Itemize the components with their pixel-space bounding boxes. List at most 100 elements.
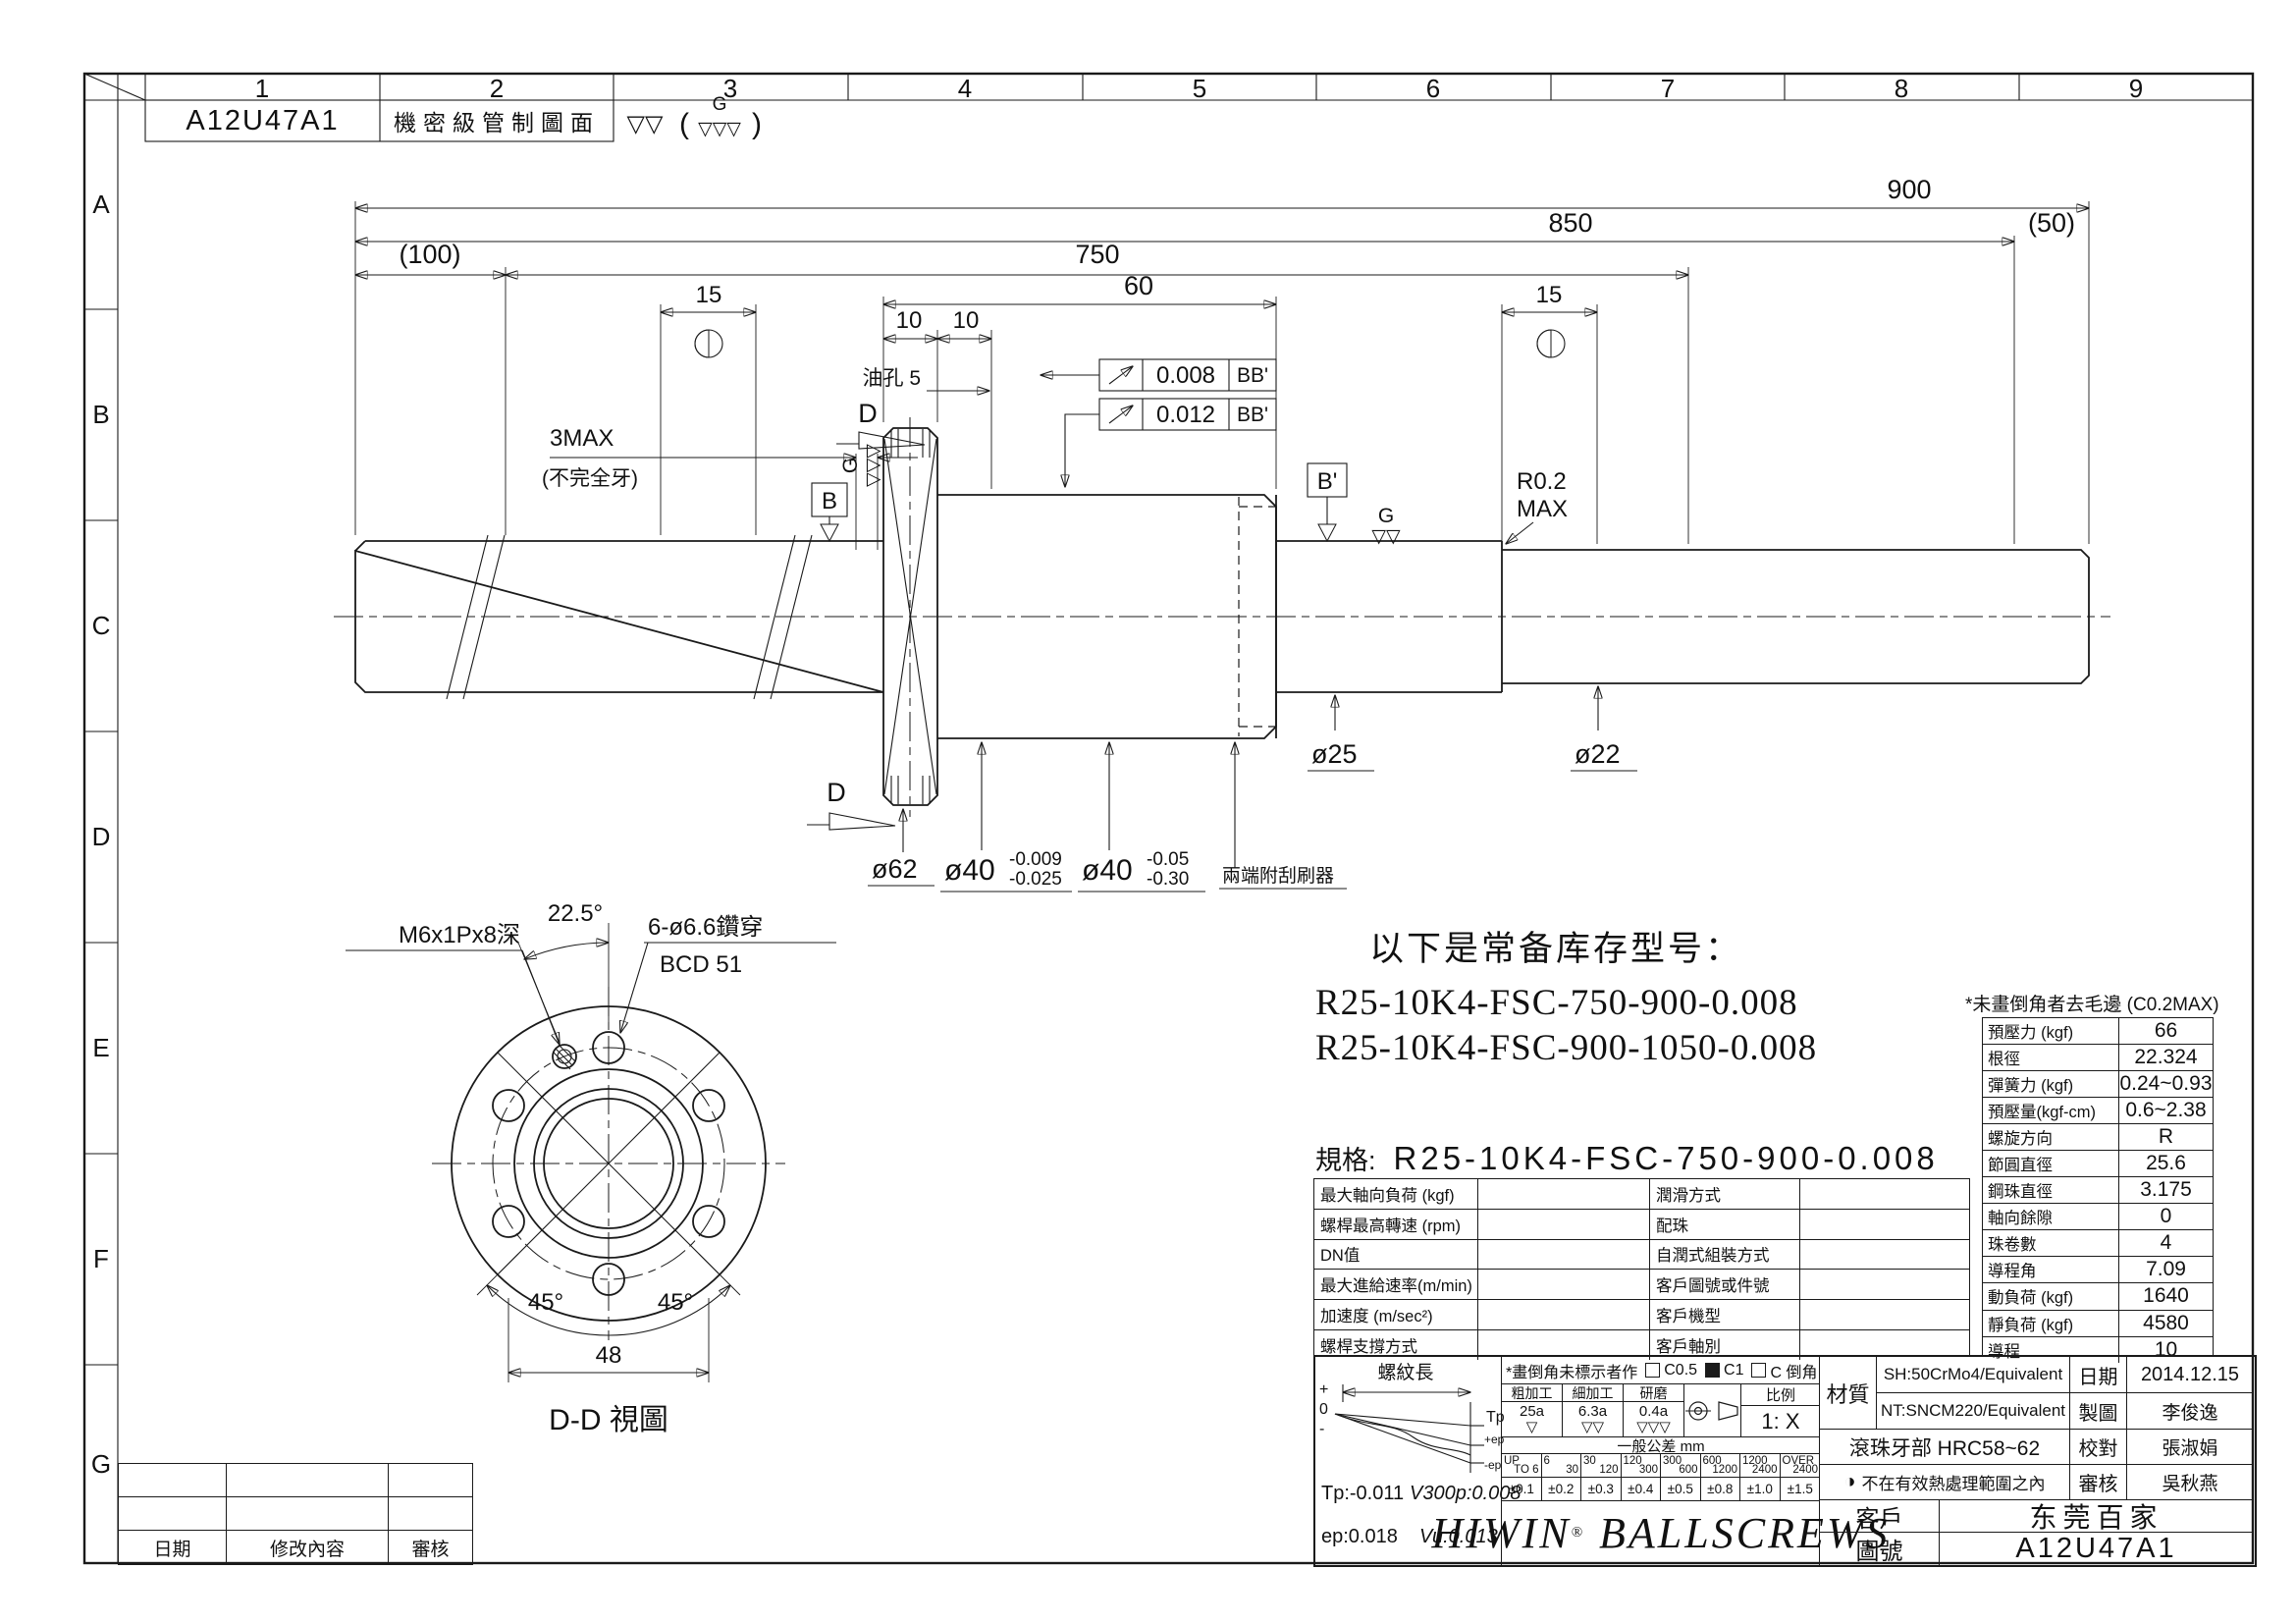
rev-audit-header: 審核 [411, 1539, 450, 1560]
grid-row-g: G [90, 1448, 112, 1479]
table-row: 預壓力 (kgf)66 [1983, 1018, 2213, 1046]
finish-g: G [713, 94, 727, 115]
range-bot: 2400 [1792, 1464, 1818, 1476]
range-top: 6 [1543, 1455, 1550, 1467]
grind-value-cell: 0.4a▽▽▽ [1624, 1402, 1684, 1437]
checked-by: 張淑娟 [2127, 1430, 2253, 1465]
rev-content-empty [227, 1497, 389, 1530]
dia-40a-upper: -0.009 [1009, 849, 1062, 870]
dim-100: (100) [399, 240, 460, 269]
tri1-icon: ▽ [1525, 1418, 1538, 1435]
dim-50: (50) [2028, 208, 2075, 238]
fcf2-datum: BB' [1237, 404, 1268, 426]
spec-right-label: 配珠 [1650, 1209, 1800, 1239]
param-value: 0 [2160, 1205, 2172, 1228]
grid-row-f: F [93, 1243, 109, 1273]
projection-symbol-cell [1684, 1384, 1741, 1437]
tol-value: ±0.3 [1581, 1478, 1622, 1501]
tp-value: Tp:-0.011 [1321, 1483, 1405, 1504]
dia-40b-upper: -0.05 [1147, 849, 1189, 870]
rev-date-empty [119, 1497, 227, 1530]
drawn-by: 李俊逸 [2127, 1393, 2253, 1430]
dim-15-right: 15 [1536, 282, 1563, 308]
finish-tri3: ▽▽▽ [698, 119, 741, 139]
range-bot: 1200 [1712, 1464, 1737, 1476]
ep-plus-label: +ep [1484, 1433, 1505, 1446]
range-bot: TO 6 [1514, 1464, 1539, 1476]
checkbox-c05-icon [1645, 1363, 1661, 1378]
param-label: 預壓力 (kgf) [1983, 1018, 2119, 1045]
drawing-no-label: 圖號 [1820, 1533, 1940, 1565]
spec-right-label: 客戶圖號或件號 [1650, 1270, 1800, 1300]
spec-left-label: 最大軸向負荷 (kgf) [1314, 1179, 1478, 1209]
tol-value: ±0.4 [1621, 1478, 1661, 1501]
spec-right-value [1800, 1270, 1969, 1299]
param-value: 4580 [2143, 1311, 2189, 1334]
chamfer-note-row: *畫倒角未標示者作 C0.5 C1 C 倒角 [1502, 1357, 1820, 1384]
tol-value: ±0.2 [1541, 1478, 1581, 1501]
tap-label: M6x1Px8深 [399, 922, 520, 948]
revision-row [119, 1464, 472, 1497]
spec-left-label: 螺桿支撐方式 [1314, 1329, 1478, 1360]
grid-col-3: 3 [722, 73, 738, 103]
g-tris: ▽▽▽ [863, 444, 883, 487]
table-row: 靜負荷 (kgf)4580 [1983, 1310, 2213, 1337]
grid-col-7: 7 [1660, 73, 1676, 103]
material-label: 材質 [1820, 1357, 1877, 1430]
scale-value: 1: X [1741, 1406, 1820, 1437]
spec-right-value [1800, 1179, 1969, 1209]
param-label: 導程角 [1983, 1257, 2119, 1283]
paren-right: ) [752, 108, 762, 140]
minus-label: - [1319, 1421, 1324, 1437]
plus-label: + [1319, 1381, 1328, 1398]
fillet-r-max: MAX [1517, 496, 1568, 522]
spec-value: R25-10K4-FSC-750-900-0.008 [1393, 1140, 1939, 1176]
spec-left-value [1478, 1239, 1650, 1270]
param-label: 彈簧力 (kgf) [1983, 1071, 2119, 1098]
material-sh: SH:50CrMo4/Equivalent [1877, 1357, 2070, 1393]
rev-content-empty [227, 1464, 389, 1496]
tol-value: ±1.0 [1740, 1478, 1781, 1501]
dd-view-title: D-D 視圖 [549, 1404, 668, 1436]
dia-40a-lower: -0.025 [1009, 869, 1062, 890]
param-value: 0.6~2.38 [2125, 1099, 2207, 1122]
rev-content-header: 修改內容 [227, 1531, 389, 1564]
rough-value: 25a [1519, 1402, 1545, 1420]
dim-45l: 45° [528, 1289, 563, 1316]
logo-ballscrews: BALLSCREWS [1599, 1509, 1891, 1557]
circular-runout-icon [1108, 366, 1133, 385]
param-value: 4 [2160, 1231, 2172, 1255]
semi-value: 6.3a [1577, 1402, 1608, 1420]
dim-10a: 10 [896, 307, 923, 334]
heat-note: 不在有效熱處理範圍之內 [1861, 1475, 2046, 1493]
grid-row-d: D [91, 821, 111, 851]
grid-col-6: 6 [1425, 73, 1441, 103]
dim-60: 60 [1124, 271, 1153, 300]
table-row: 預壓量(kgf-cm)0.6~2.38 [1983, 1098, 2213, 1125]
tol-value: ±0.1 [1502, 1478, 1542, 1501]
chamfer-c1: C1 [1724, 1361, 1744, 1379]
dia-40b-lower: -0.30 [1147, 869, 1189, 890]
param-label: 珠卷數 [1983, 1230, 2119, 1257]
bcd-label: BCD 51 [660, 951, 742, 978]
stock-heading: 以下是常备库存型号： [1369, 930, 1743, 968]
spec-table-left: 最大軸向負荷 (kgf) 潤滑方式 螺桿最高轉速 (rpm) 配珠 DN值 自潤… [1313, 1178, 1970, 1360]
rev-audit-empty [389, 1497, 472, 1530]
check-label: 校對 [2070, 1430, 2127, 1465]
rough-label: 粗加工 [1502, 1384, 1563, 1402]
range-top: UP [1504, 1455, 1520, 1467]
dia-22: ø22 [1575, 739, 1621, 769]
dim-750: 750 [1075, 240, 1119, 269]
g-label: G [839, 458, 862, 473]
table-row: 加速度 (m/sec²) 客戶機型 [1314, 1300, 1969, 1330]
ep-minus-label: -ep [1484, 1458, 1502, 1472]
checkbox-c-icon [1751, 1363, 1767, 1378]
